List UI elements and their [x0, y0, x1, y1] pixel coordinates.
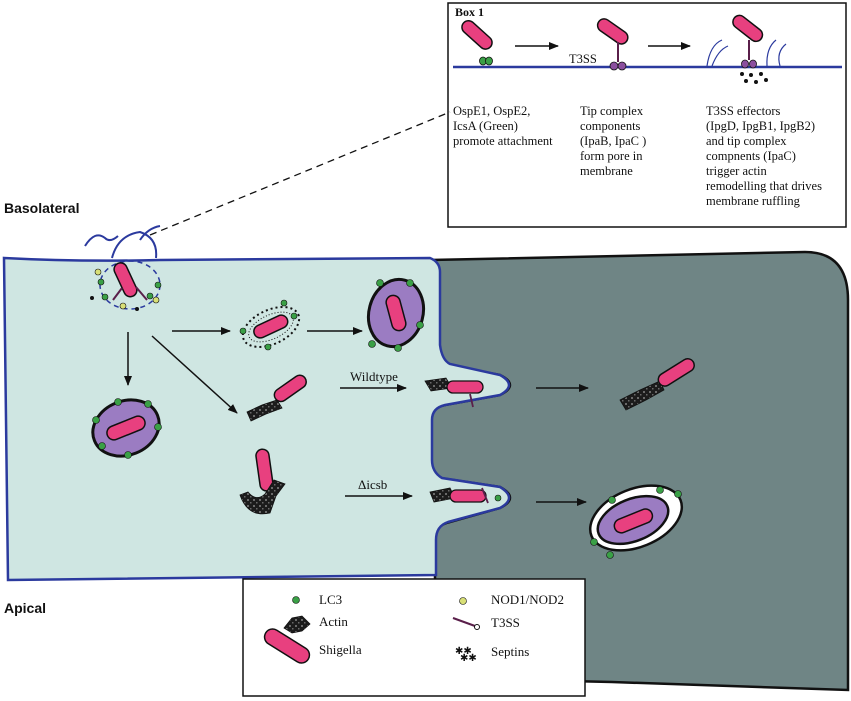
entry-site — [84, 225, 162, 311]
box1-caption-ruffling: T3SS effectors (IpgD, IpgB1, IpgB2) and … — [706, 104, 825, 208]
box1-shigella-t3ss — [596, 18, 629, 71]
protrusion-dicsb-shigella — [429, 487, 502, 504]
svg-text:✱✱: ✱✱ — [455, 646, 472, 657]
legend-shigella-swatch — [263, 628, 311, 664]
legend-nod: NOD1/NOD2 — [491, 592, 564, 607]
legend-box — [242, 578, 586, 697]
dicsb-label: Δicsb — [358, 477, 387, 492]
legend-actin-swatch — [283, 615, 311, 634]
legend-t3ss: T3SS — [491, 615, 520, 630]
double-membrane-vacuole — [588, 484, 684, 559]
basolateral-label: Basolateral — [4, 200, 79, 216]
box1-caption-pore: Tip complex components (IpaB, IpaC ) for… — [580, 104, 649, 178]
svg-text:✱✱: ✱✱ — [460, 653, 477, 664]
legend-shigella: Shigella — [319, 642, 362, 657]
apical-label: Apical — [4, 600, 46, 616]
box1-title: Box 1 — [455, 5, 484, 19]
box1-leader-line — [149, 111, 451, 236]
legend-actin: Actin — [319, 614, 348, 629]
actin-tail-shigella — [246, 374, 307, 422]
legend-nod-swatch — [459, 597, 467, 605]
box1-t3ss-label: T3SS — [569, 52, 597, 66]
box1-shigella-attach — [461, 19, 493, 66]
box1-panel — [447, 2, 847, 228]
infected-cell — [2, 256, 511, 582]
legend-lc3-swatch — [292, 596, 300, 604]
lc3-vacuole — [91, 398, 162, 459]
box1-shigella-ruffling — [706, 14, 787, 84]
box1-caption-attachment: OspE1, OspE2, IcsA (Green) promote attac… — [453, 104, 553, 148]
protrusion-wildtype-shigella — [424, 377, 484, 408]
legend-septins: Septins — [491, 644, 529, 659]
septin-cage — [239, 299, 301, 351]
legend-t3ss-swatch — [452, 617, 480, 630]
spread-shigella-actin — [619, 358, 695, 411]
autophagic-vacuole — [366, 277, 426, 352]
wildtype-label: Wildtype — [350, 369, 398, 384]
arrow-entry-to-actin — [151, 335, 238, 414]
legend-septins-swatch: ✱✱ ✱✱ — [455, 646, 477, 664]
actin-comet-shigella — [239, 448, 286, 515]
legend-lc3: LC3 — [319, 592, 342, 607]
